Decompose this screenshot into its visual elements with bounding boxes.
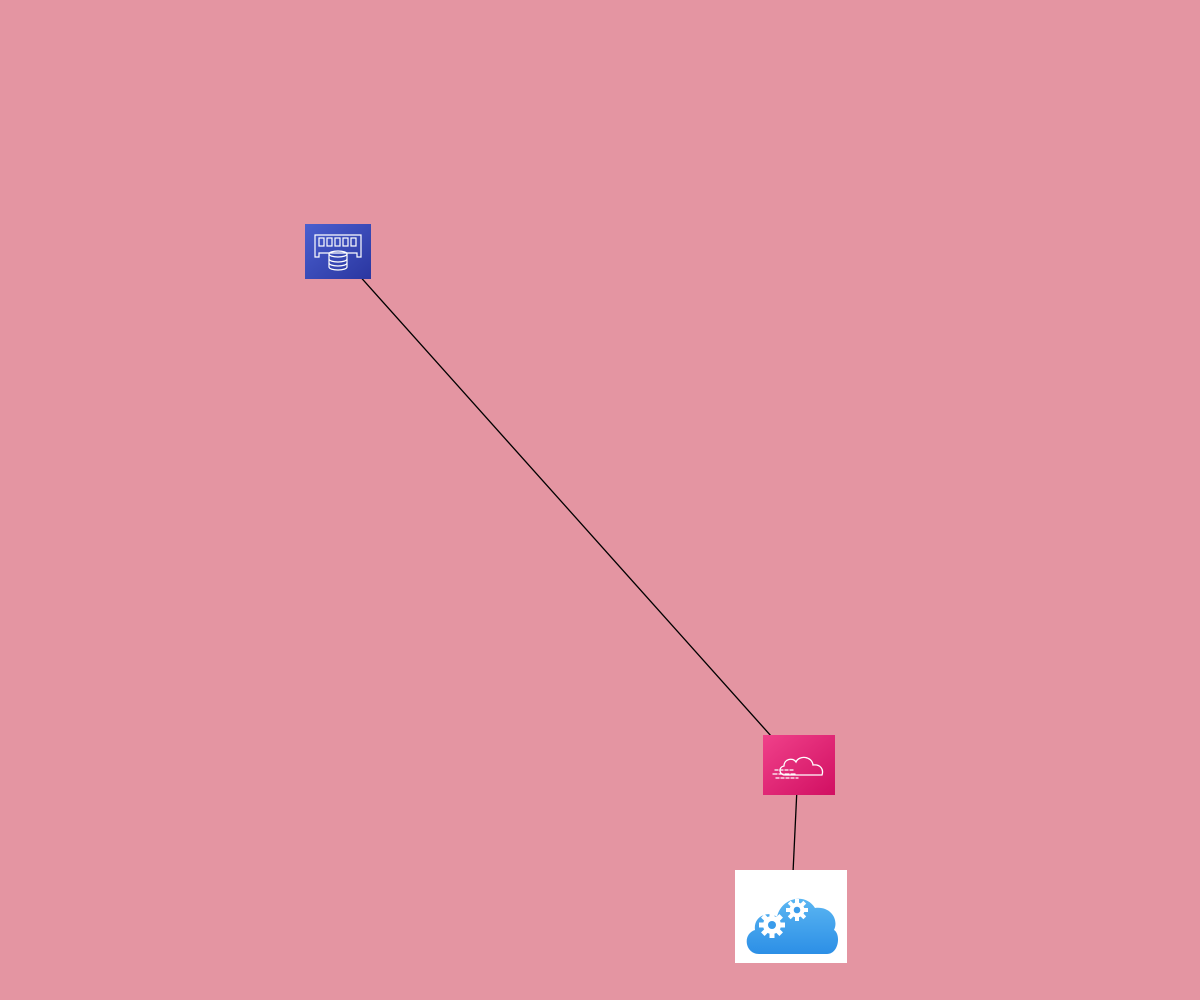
cloud-data-stream-icon[interactable] <box>763 735 835 795</box>
in-memory-database-icon[interactable] <box>305 224 371 279</box>
cloud-gears-icon[interactable] <box>735 870 847 963</box>
edge-memory-db-to-cloud-stream <box>339 253 799 767</box>
